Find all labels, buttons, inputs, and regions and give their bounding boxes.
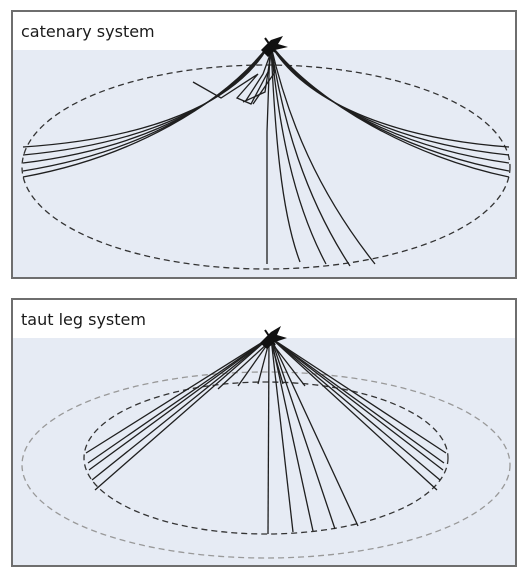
taut-line-right-2 <box>270 337 445 464</box>
taut-line-back-1 <box>217 341 270 390</box>
panel-title: taut leg system <box>21 310 146 329</box>
mooring-line-front-3 <box>270 45 327 265</box>
inner-footprint-ellipse <box>83 381 449 535</box>
taut-line-back-3 <box>257 341 270 385</box>
taut-leg-diagram <box>13 300 515 559</box>
outer-footprint-ellipse <box>21 371 511 559</box>
panel-header <box>13 12 515 50</box>
mooring-line-right-2 <box>270 44 510 156</box>
mooring-line-right-5 <box>270 44 510 178</box>
seabed-footprint-ellipse <box>21 64 511 270</box>
mooring-line-left-3 <box>22 44 270 164</box>
taut-line-right-3 <box>270 337 444 471</box>
catenary-diagram <box>13 12 515 270</box>
mooring-line-front-2 <box>270 45 301 263</box>
mooring-line-front-5 <box>270 45 376 265</box>
mooring-line-front-4 <box>270 45 351 267</box>
taut-leg-panel: taut leg system <box>11 298 517 567</box>
taut-line-left-4 <box>91 337 270 481</box>
panel-title: catenary system <box>21 22 155 41</box>
taut-line-left-2 <box>87 337 270 464</box>
taut-line-front-3 <box>270 337 314 532</box>
taut-line-right-4 <box>270 337 441 481</box>
taut-line-back-2 <box>237 341 270 387</box>
taut-line-right-1 <box>270 337 447 454</box>
mooring-line-right-3 <box>270 44 510 164</box>
taut-line-front-5 <box>270 337 359 527</box>
mooring-hub-icon <box>261 36 288 57</box>
mooring-line-left-5 <box>22 44 270 178</box>
mooring-hub-icon <box>260 326 287 349</box>
taut-line-front-2 <box>270 337 294 533</box>
catenary-panel: catenary system <box>11 10 517 279</box>
mooring-line-front-1 <box>266 45 271 264</box>
panel-header <box>13 300 515 338</box>
mooring-line-right-1 <box>270 44 510 148</box>
mooring-line-left-1 <box>22 44 270 148</box>
mooring-line-back-2 <box>244 51 272 103</box>
taut-line-front-1 <box>267 337 270 535</box>
taut-line-left-3 <box>88 337 270 471</box>
taut-line-left-5 <box>94 337 270 491</box>
taut-line-left-1 <box>85 337 270 454</box>
taut-line-front-4 <box>270 337 336 530</box>
mooring-line-left-4 <box>22 44 270 172</box>
taut-line-right-5 <box>270 337 438 491</box>
